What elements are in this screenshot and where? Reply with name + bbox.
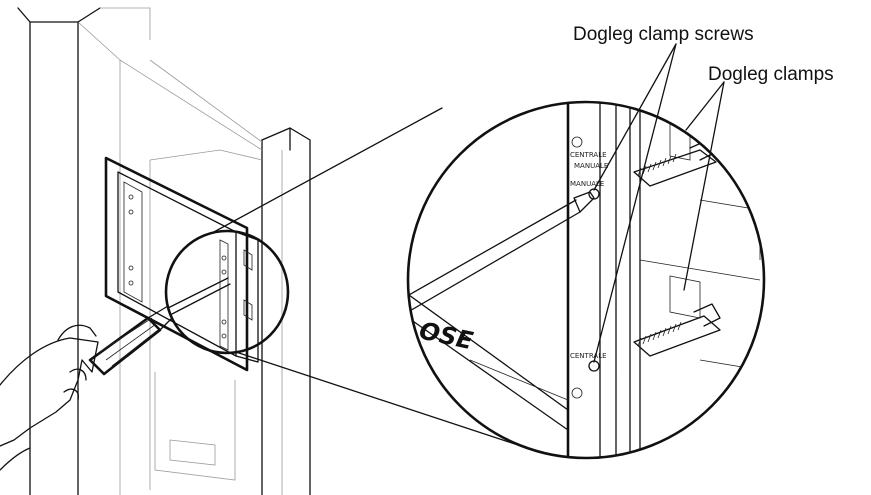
magnified-detail-circle: CENTRALE MANUALE MANUALE CENTRALE OSE (406, 100, 766, 460)
detail-focus-circle (164, 229, 290, 355)
wall-frame (17, 7, 311, 495)
speaker-bezel (104, 156, 259, 372)
upper-screw-tag-a: CENTRALE (570, 151, 607, 159)
lower-dogleg-clamp-rod (633, 303, 721, 357)
callout-leader-lines (593, 43, 725, 363)
dogleg-clamp-screws-label: Dogleg clamp screws (573, 24, 754, 45)
hand (0, 324, 99, 471)
screwdriver (88, 277, 231, 376)
in-wall-speaker-housing (149, 149, 263, 490)
magnifier-connector-lines (211, 107, 519, 446)
upper-screw-tag-b: MANUALE (574, 162, 608, 170)
dogleg-clamps-label: Dogleg clamps (708, 64, 834, 85)
lower-screw-tag-a: MANUALE (570, 180, 604, 188)
upper-aux-screw (571, 136, 583, 148)
lower-aux-screw (571, 387, 583, 399)
lower-screw-tag-b: CENTRALE (570, 352, 607, 360)
